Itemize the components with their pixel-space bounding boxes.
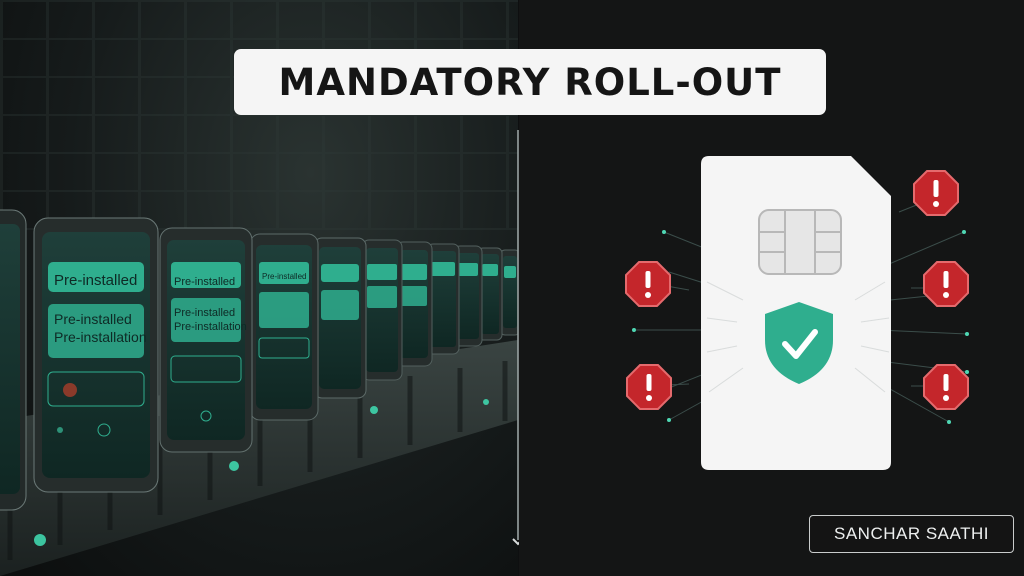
phone [361,239,403,381]
phone-label-top: Pre-installed [262,272,306,281]
phone [453,245,483,347]
phone [0,209,27,511]
shield-check-icon [765,302,833,384]
phone-label-block-2: Pre-installation [54,329,147,345]
alert-octagon-icon [625,261,671,307]
phone-label-block-2: Pre-installation [174,321,247,333]
title-banner: MANDATORY ROLL-OUT [234,49,826,115]
phone-label-block-1: Pre-installed [174,307,235,319]
glow-dots [34,399,489,546]
page-title: MANDATORY ROLL-OUT [278,60,782,104]
split-divider [517,130,519,540]
alert-octagon-icon [913,170,959,216]
phone [477,247,503,341]
sim-illustration [625,156,969,470]
alert-octagon-icon [923,261,969,307]
alert-octagon-icon [923,364,969,410]
phone [499,249,518,336]
alert-octagon-icon [626,364,672,410]
conveyor-illustration: Pre-installed Pre-installed Pre-installa… [0,209,518,576]
phone [159,227,253,453]
brand-label: SANCHAR SAATHI [834,524,989,543]
phone-label-block-1: Pre-installed [54,311,132,327]
shield-rays [706,281,890,393]
factory-racks [0,0,518,230]
phone [249,233,319,421]
phone [426,243,460,355]
phone [313,237,367,399]
phone [33,217,159,493]
sim-chip [758,209,842,275]
phone-label-top: Pre-installed [54,272,137,289]
brand-badge: SANCHAR SAATHI [809,515,1014,553]
phone-label-top: Pre-installed [174,276,235,288]
phone-row [0,209,518,511]
